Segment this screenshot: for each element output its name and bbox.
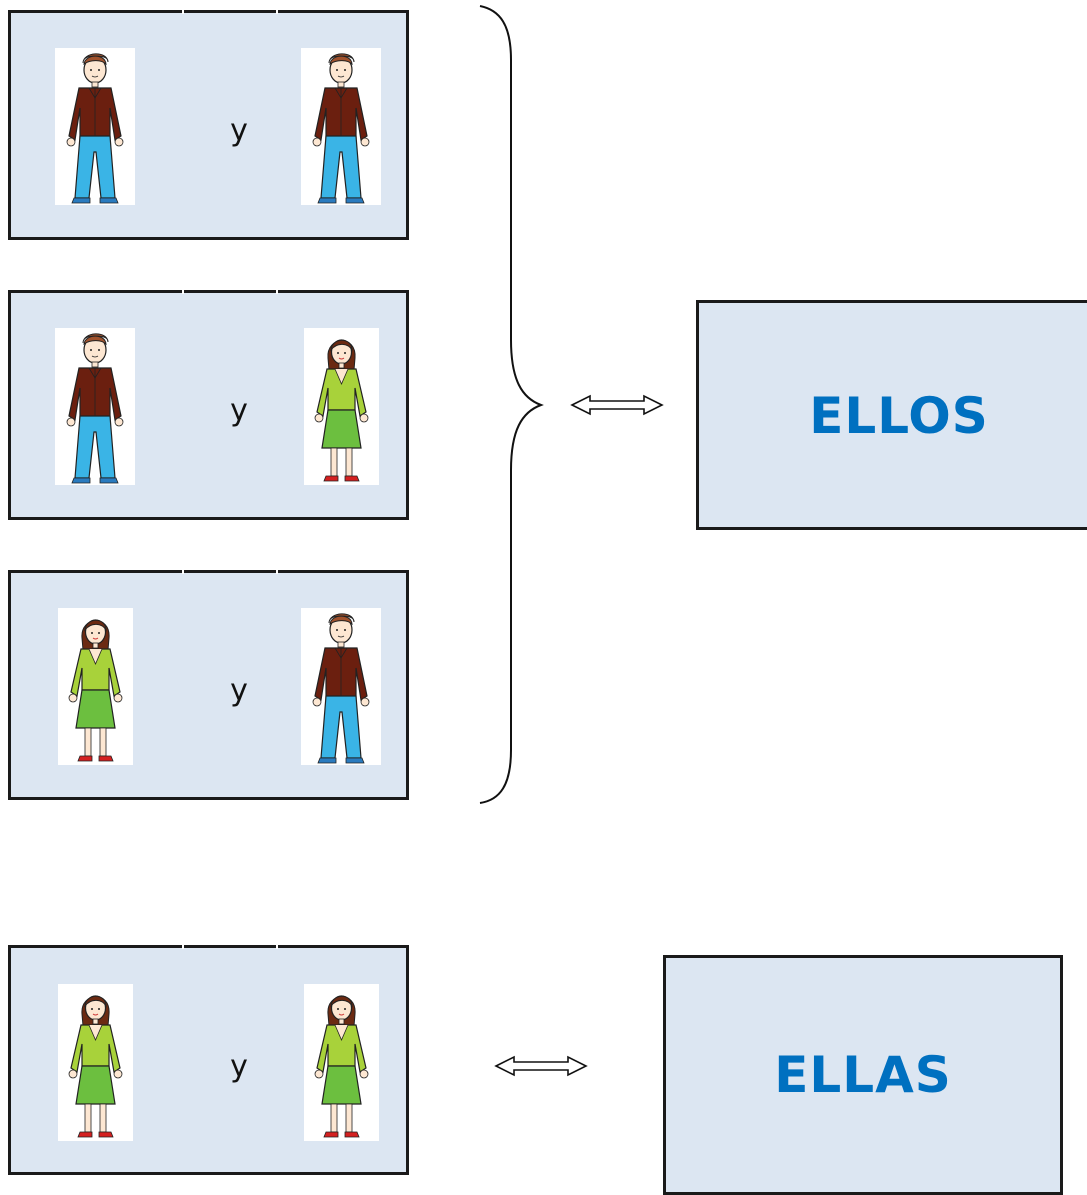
boy-figure-icon <box>301 608 381 765</box>
right-curly-brace <box>479 5 544 804</box>
pronoun-box-ellas: ELLAS <box>663 955 1063 1195</box>
girl-figure-icon <box>58 984 133 1141</box>
conjunction-label: y <box>230 1049 248 1084</box>
girl-figure-icon <box>304 328 379 485</box>
conjunction-label: y <box>230 673 248 708</box>
pronoun-label: ELLOS <box>809 387 989 445</box>
pair-box-3: y <box>8 570 409 800</box>
girl-figure-icon <box>58 608 133 765</box>
girl-figure-icon <box>304 984 379 1141</box>
pair-box-1: y <box>8 10 409 240</box>
conjunction-label: y <box>230 113 248 148</box>
pair-box-4: y <box>8 945 409 1175</box>
pronoun-box-ellos: ELLOS <box>696 300 1087 530</box>
boy-figure-icon <box>301 48 381 205</box>
double-arrow-icon <box>494 1055 588 1077</box>
double-arrow-icon <box>570 394 664 416</box>
boy-figure-icon <box>55 48 135 205</box>
boy-figure-icon <box>55 328 135 485</box>
conjunction-label: y <box>230 393 248 428</box>
pair-box-2: y <box>8 290 409 520</box>
pronoun-label: ELLAS <box>774 1046 952 1104</box>
